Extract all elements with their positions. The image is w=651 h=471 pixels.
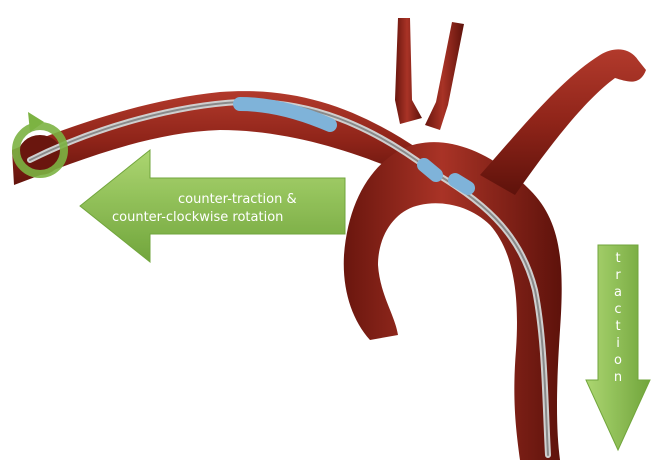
traction-letter: a xyxy=(614,285,622,300)
right-branch-vessel xyxy=(480,49,646,195)
top-vessel-left xyxy=(395,18,422,124)
arrow-label-line1: counter-traction & xyxy=(178,192,297,207)
counter-traction-arrow: counter-traction & counter-clockwise rot… xyxy=(80,150,345,262)
traction-letter: o xyxy=(614,353,622,368)
traction-letter: t xyxy=(615,251,620,266)
sheath-marker-2 xyxy=(455,180,468,188)
traction-letter: n xyxy=(614,370,622,385)
traction-letter: i xyxy=(616,336,620,351)
sheath-marker-1 xyxy=(424,165,436,175)
aortic-arch xyxy=(344,142,562,460)
top-vessel-right xyxy=(425,22,464,130)
arrow-label-line2: counter-clockwise rotation xyxy=(112,210,283,225)
traction-letter: c xyxy=(614,302,621,317)
traction-letter: t xyxy=(615,319,620,334)
traction-letter: r xyxy=(615,268,621,283)
traction-arrow: traction xyxy=(586,245,650,450)
